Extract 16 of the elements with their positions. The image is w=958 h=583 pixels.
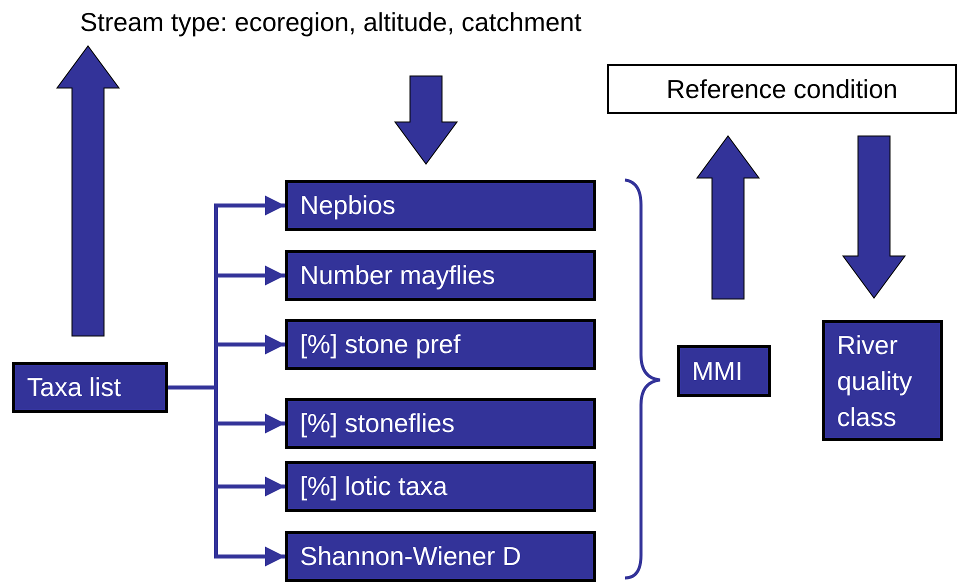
process-box: Number mayflies [285, 250, 596, 301]
connector-arrow [168, 386, 285, 566]
heading-text: Stream type: ecoregion, altitude, catchment [80, 4, 582, 40]
block-arrow [56, 45, 120, 336]
block-arrow [696, 135, 760, 300]
process-box: Nepbios [285, 180, 596, 231]
process-box: MMI [677, 345, 771, 397]
process-box: [%] lotic taxa [285, 461, 596, 512]
process-box: River quality class [822, 320, 943, 441]
process-box: Taxa list [12, 362, 168, 413]
process-box: [%] stoneflies [285, 398, 596, 449]
process-box: Shannon-Wiener D [285, 531, 596, 582]
block-arrow [842, 136, 906, 299]
process-box: [%] stone pref [285, 319, 596, 370]
process-box: Reference condition [607, 64, 957, 114]
block-arrow [394, 76, 458, 165]
